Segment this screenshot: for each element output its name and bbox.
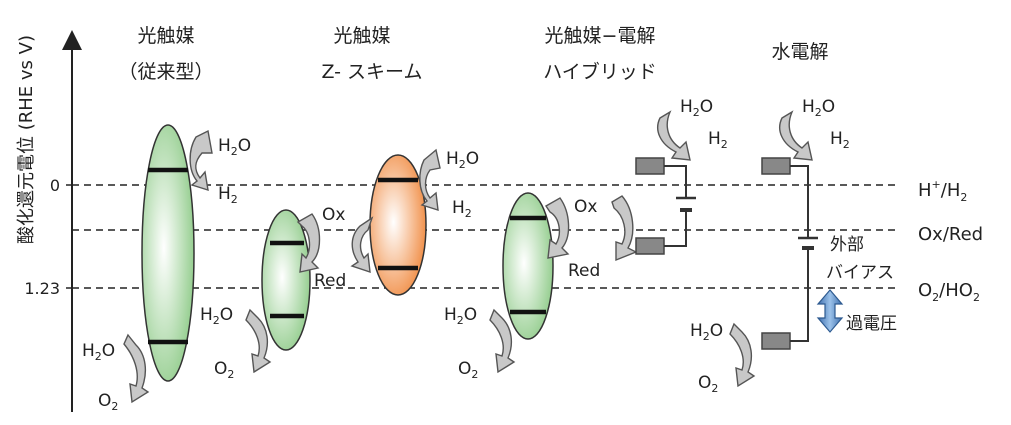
- col1-header-line2: （従来型）: [118, 61, 213, 83]
- level-ox-red-label: Ox/Red: [918, 224, 983, 245]
- col2-h2-product: H2: [452, 198, 472, 220]
- col2-hydrogen-photocatalyst-particle: [369, 154, 427, 296]
- col2-mediator-ox-arrow: [350, 216, 374, 274]
- col2-redox-mediator-arrow: [296, 213, 321, 273]
- level-o2-label: O2/HO2: [918, 280, 980, 304]
- col3-photocatalyst-particle: [502, 192, 554, 340]
- col4-o2-product: O2: [698, 373, 718, 395]
- col4-overpotential-arrow: [816, 289, 844, 333]
- level-h-plus-label: H+/H2: [918, 178, 967, 204]
- col2-h2o-top: H2O: [446, 149, 479, 171]
- col3-cathode-electrode: [635, 157, 665, 175]
- col3-mediator-arrow: [545, 197, 570, 259]
- col1-header-line1: 光触媒: [137, 25, 194, 47]
- col4-o2-evolution-arrow: [729, 322, 756, 388]
- col1-o2-evolution-arrow: [123, 333, 150, 404]
- col4-h2-product: H2: [830, 129, 850, 151]
- col1-h2-product: H2: [218, 184, 238, 206]
- col4-circuit-wire: [790, 165, 809, 342]
- col2-header-line1: 光触媒: [333, 25, 390, 47]
- y-axis-label: 酸化還元電位 (RHE vs V): [16, 35, 37, 244]
- col2-red-label: Red: [314, 271, 346, 291]
- col3-return-mediator-arrow: [611, 195, 638, 262]
- col3-red-label: Red: [568, 261, 600, 281]
- col4-h2-evolution-arrow: [779, 110, 813, 161]
- col4-cathode-electrode: [761, 157, 791, 175]
- col4-anode-electrode: [761, 332, 791, 350]
- col2-o2-evolution-arrow: [245, 308, 272, 374]
- col2-o2-product: O2: [214, 359, 234, 381]
- col4-bias-label: バイアス: [826, 263, 894, 283]
- col3-ox-label: Ox: [574, 197, 597, 217]
- col3-o2-evolution-arrow: [489, 308, 516, 374]
- col3-h2-evolution-arrow: [657, 110, 691, 161]
- y-tick-zero: 0: [50, 176, 60, 195]
- col3-h2o-bottom: H2O: [444, 305, 477, 327]
- col3-h2-product: H2: [708, 129, 728, 151]
- col4-h2o-top: H2O: [802, 97, 835, 119]
- col4-header-line1: 水電解: [771, 41, 828, 63]
- col2-h2o-bottom: H2O: [200, 305, 233, 327]
- col3-header-line2: ハイブリッド: [543, 60, 657, 83]
- col3-header-line1: 光触媒−電解: [545, 25, 656, 47]
- col2-oxygen-photocatalyst-particle: [261, 209, 311, 351]
- col2-header-line2: Z- スキーム: [321, 61, 422, 83]
- col1-h2o-top: H2O: [218, 136, 251, 158]
- col4-h2o-bottom: H2O: [690, 321, 723, 343]
- col3-anode-electrode: [635, 237, 665, 255]
- col2-h2-evolution-arrow: [419, 148, 441, 211]
- col3-h2o-top: H2O: [680, 97, 713, 119]
- col1-o2-product: O2: [98, 391, 118, 413]
- col1-h2-evolution-arrow: [189, 129, 213, 192]
- col3-circuit-wire: [664, 165, 687, 247]
- y-tick-1-23: 1.23: [24, 279, 60, 298]
- col1-h2o-bottom: H2O: [82, 341, 115, 363]
- col3-o2-product: O2: [458, 359, 478, 381]
- col1-photocatalyst-particle: [141, 124, 195, 382]
- col4-external-label: 外部: [830, 235, 864, 255]
- col4-overpotential-label: 過電圧: [846, 314, 897, 334]
- col2-ox-label: Ox: [322, 205, 345, 225]
